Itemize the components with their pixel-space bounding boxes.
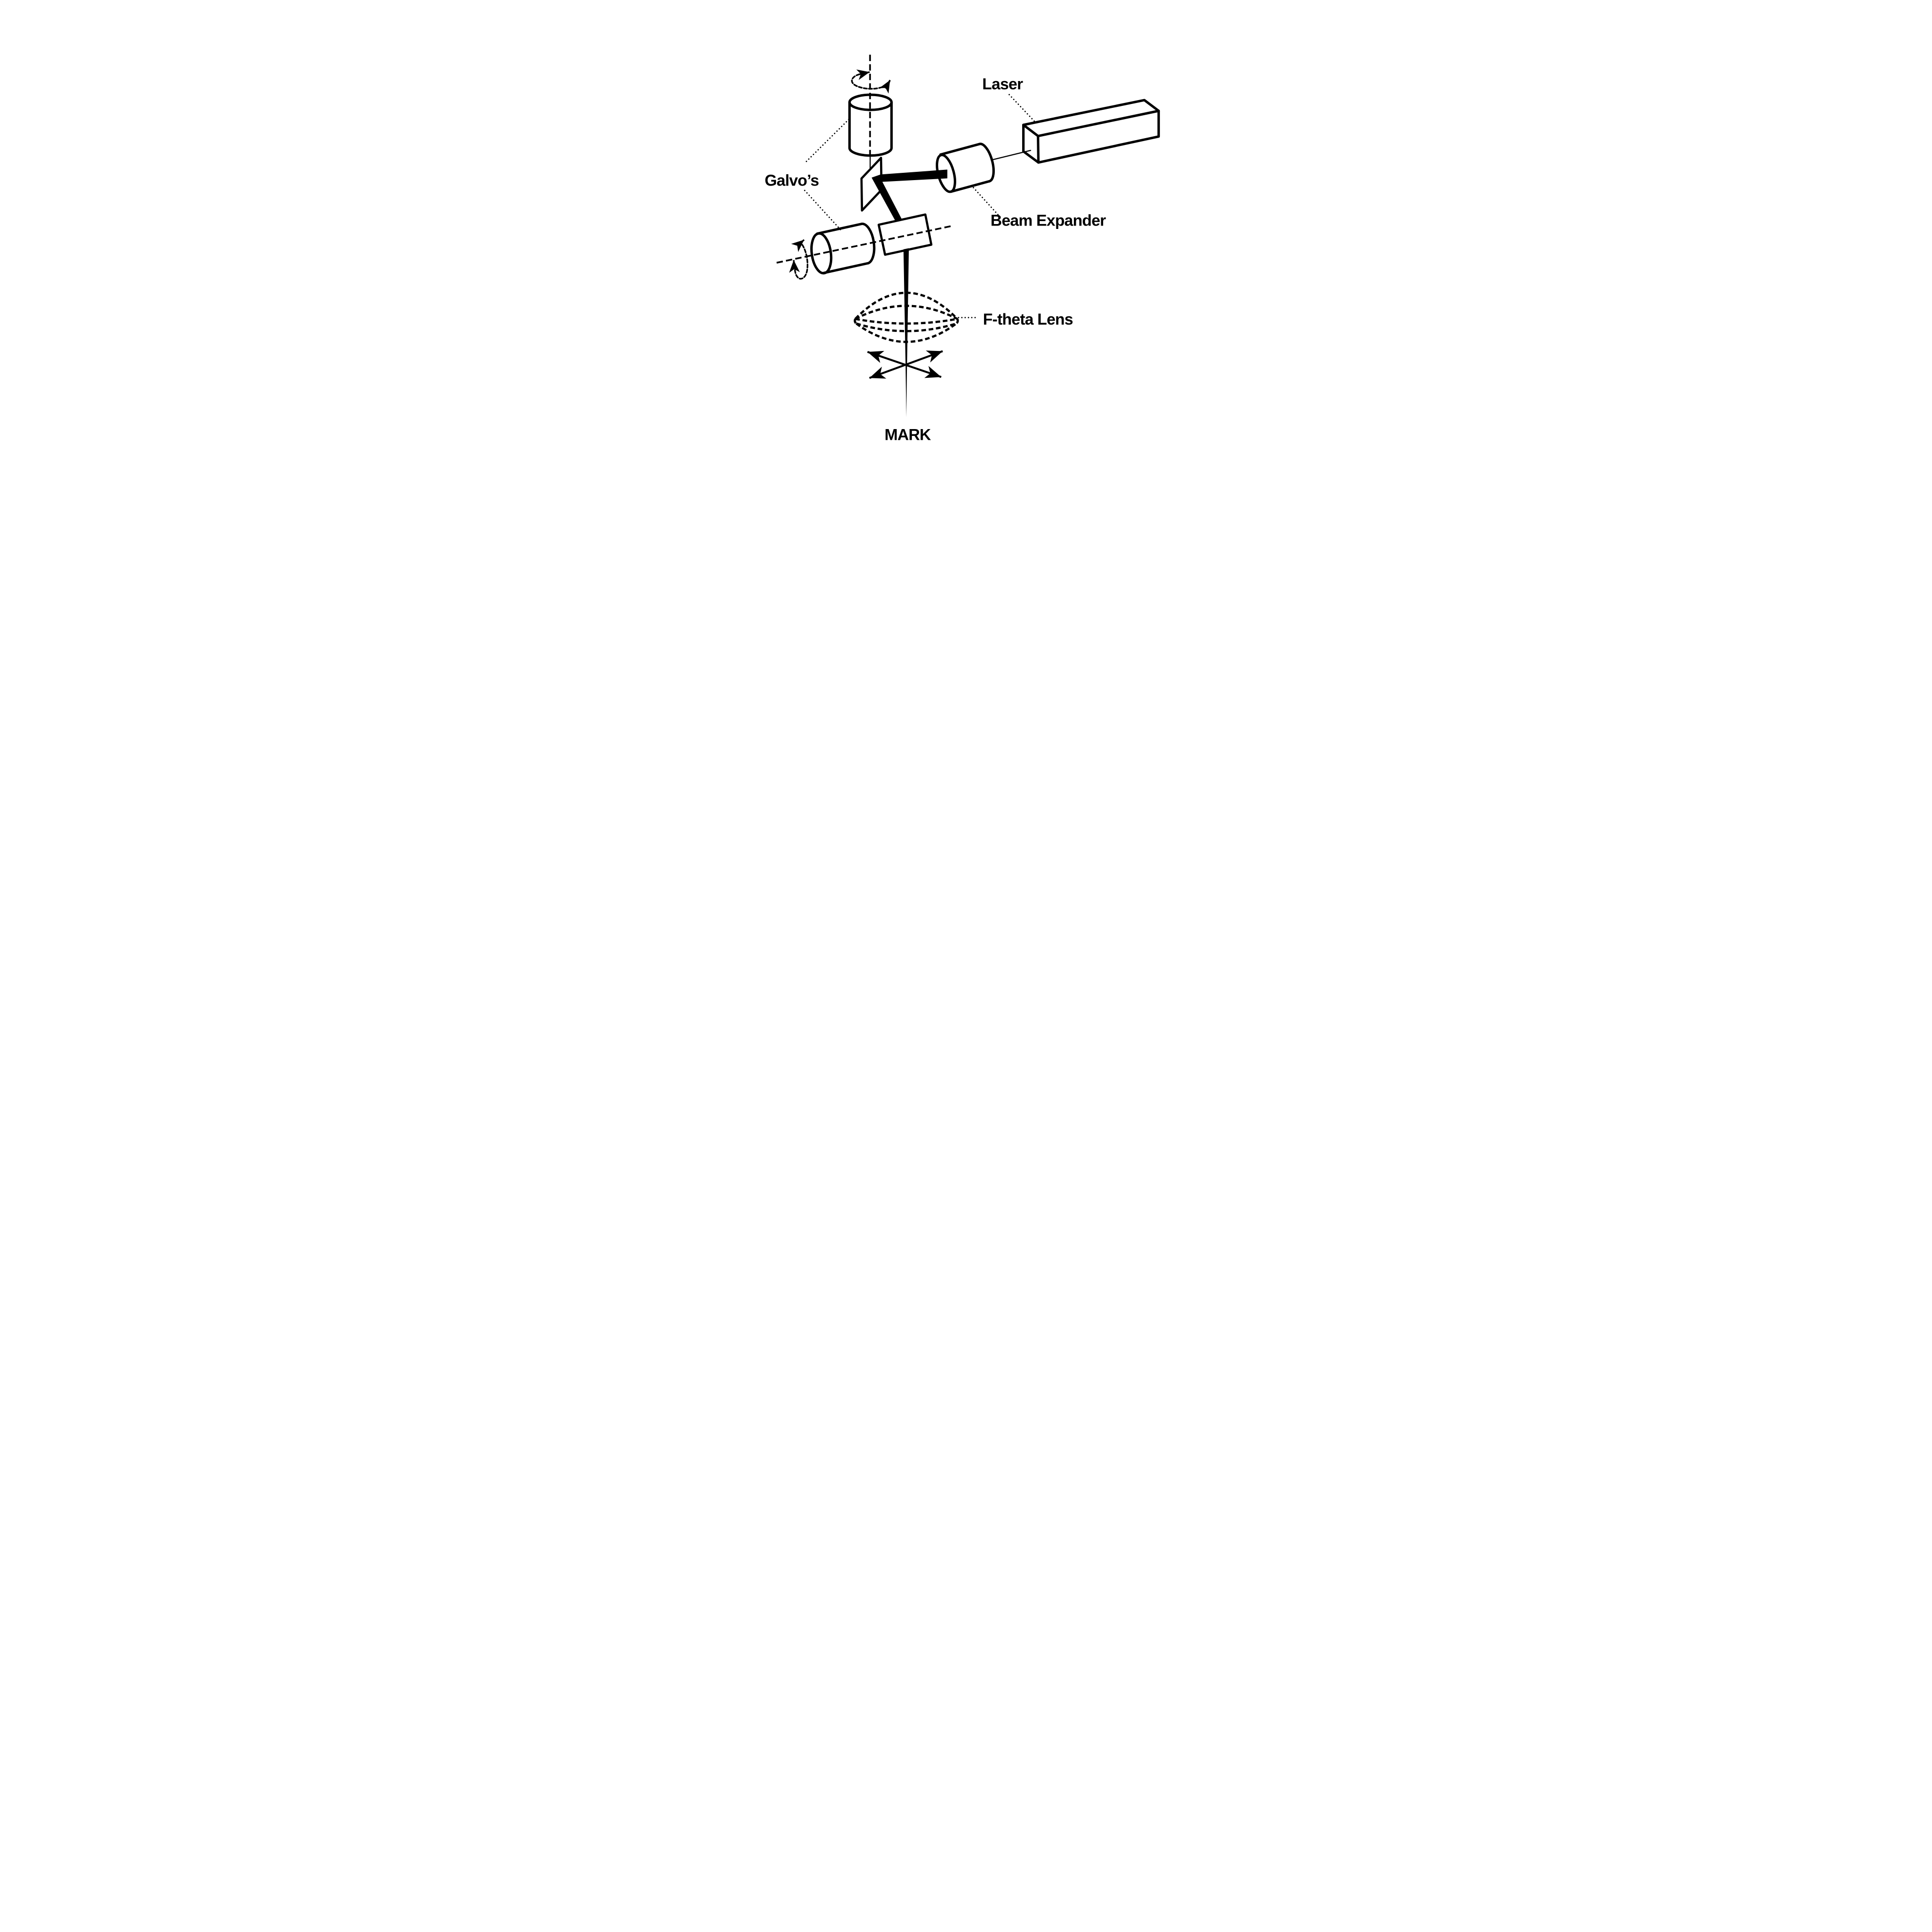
laser-marking-diagram: Laser Galvo’s Beam Expander F-theta Lens… [765, 55, 1160, 444]
laser-beam-path [871, 169, 947, 417]
rotation-arc-lower [794, 244, 808, 280]
diagram-canvas: Laser Galvo’s Beam Expander F-theta Lens… [724, 0, 1208, 483]
galvo-vertical-assembly [848, 55, 893, 212]
beam-segment-expander-to-mirrors [871, 169, 947, 222]
galvo-motor-horizontal-top-edge [816, 222, 863, 235]
beam-expander-bottom-edge [949, 180, 991, 193]
laser-top-face [1022, 99, 1160, 138]
laser-leader-line [1008, 94, 1037, 124]
beam-expander-top-edge [939, 143, 981, 156]
lens-top-surface [854, 291, 958, 320]
labels: Laser Galvo’s Beam Expander F-theta Lens… [765, 75, 1107, 444]
laser-side-face [1037, 109, 1160, 164]
galvo-horizontal-assembly [776, 213, 952, 280]
galvos-upper-leader-line [805, 118, 850, 163]
lens-rim-near-edge [855, 318, 958, 325]
lens-left-tip [853, 318, 857, 325]
lens-bottom-surface [855, 323, 957, 343]
galvo-motor-horizontal-face [810, 232, 833, 275]
lens-right-tip [955, 318, 959, 325]
leader-lines [804, 94, 1037, 318]
beam-segment-to-mark [903, 248, 909, 417]
mark-label: MARK [884, 426, 931, 444]
galvos-lower-leader-line [804, 189, 842, 231]
horizontal-rotation-axis [776, 225, 952, 264]
f-theta-lens-label: F-theta Lens [983, 310, 1073, 328]
rotation-arrowhead-icon [791, 239, 805, 252]
rotation-arrowhead-icon [879, 80, 891, 94]
laser-label: Laser [982, 75, 1023, 93]
galvo-mirror-lower [877, 213, 933, 256]
lens-rim-lower-edge [856, 322, 957, 332]
rotation-arrowhead-icon [856, 69, 870, 80]
galvo-motor-horizontal-back [861, 222, 876, 265]
beam-expander-leader-line [972, 187, 1002, 219]
lens-rim-far-edge [855, 305, 958, 320]
galvos-label: Galvo’s [765, 171, 819, 189]
laser-housing [990, 99, 1160, 164]
scan-arrow-icon [869, 350, 943, 379]
beam-expander-back [978, 143, 995, 183]
scan-direction-arrows [867, 350, 943, 379]
laser-output-beam-line [990, 150, 1031, 161]
beam-expander-label: Beam Expander [990, 211, 1106, 229]
galvo-motor-horizontal-bottom-edge [822, 262, 870, 274]
beam-expander [936, 143, 995, 193]
f-theta-lens [853, 291, 959, 343]
laser-front-face [1022, 123, 1040, 164]
